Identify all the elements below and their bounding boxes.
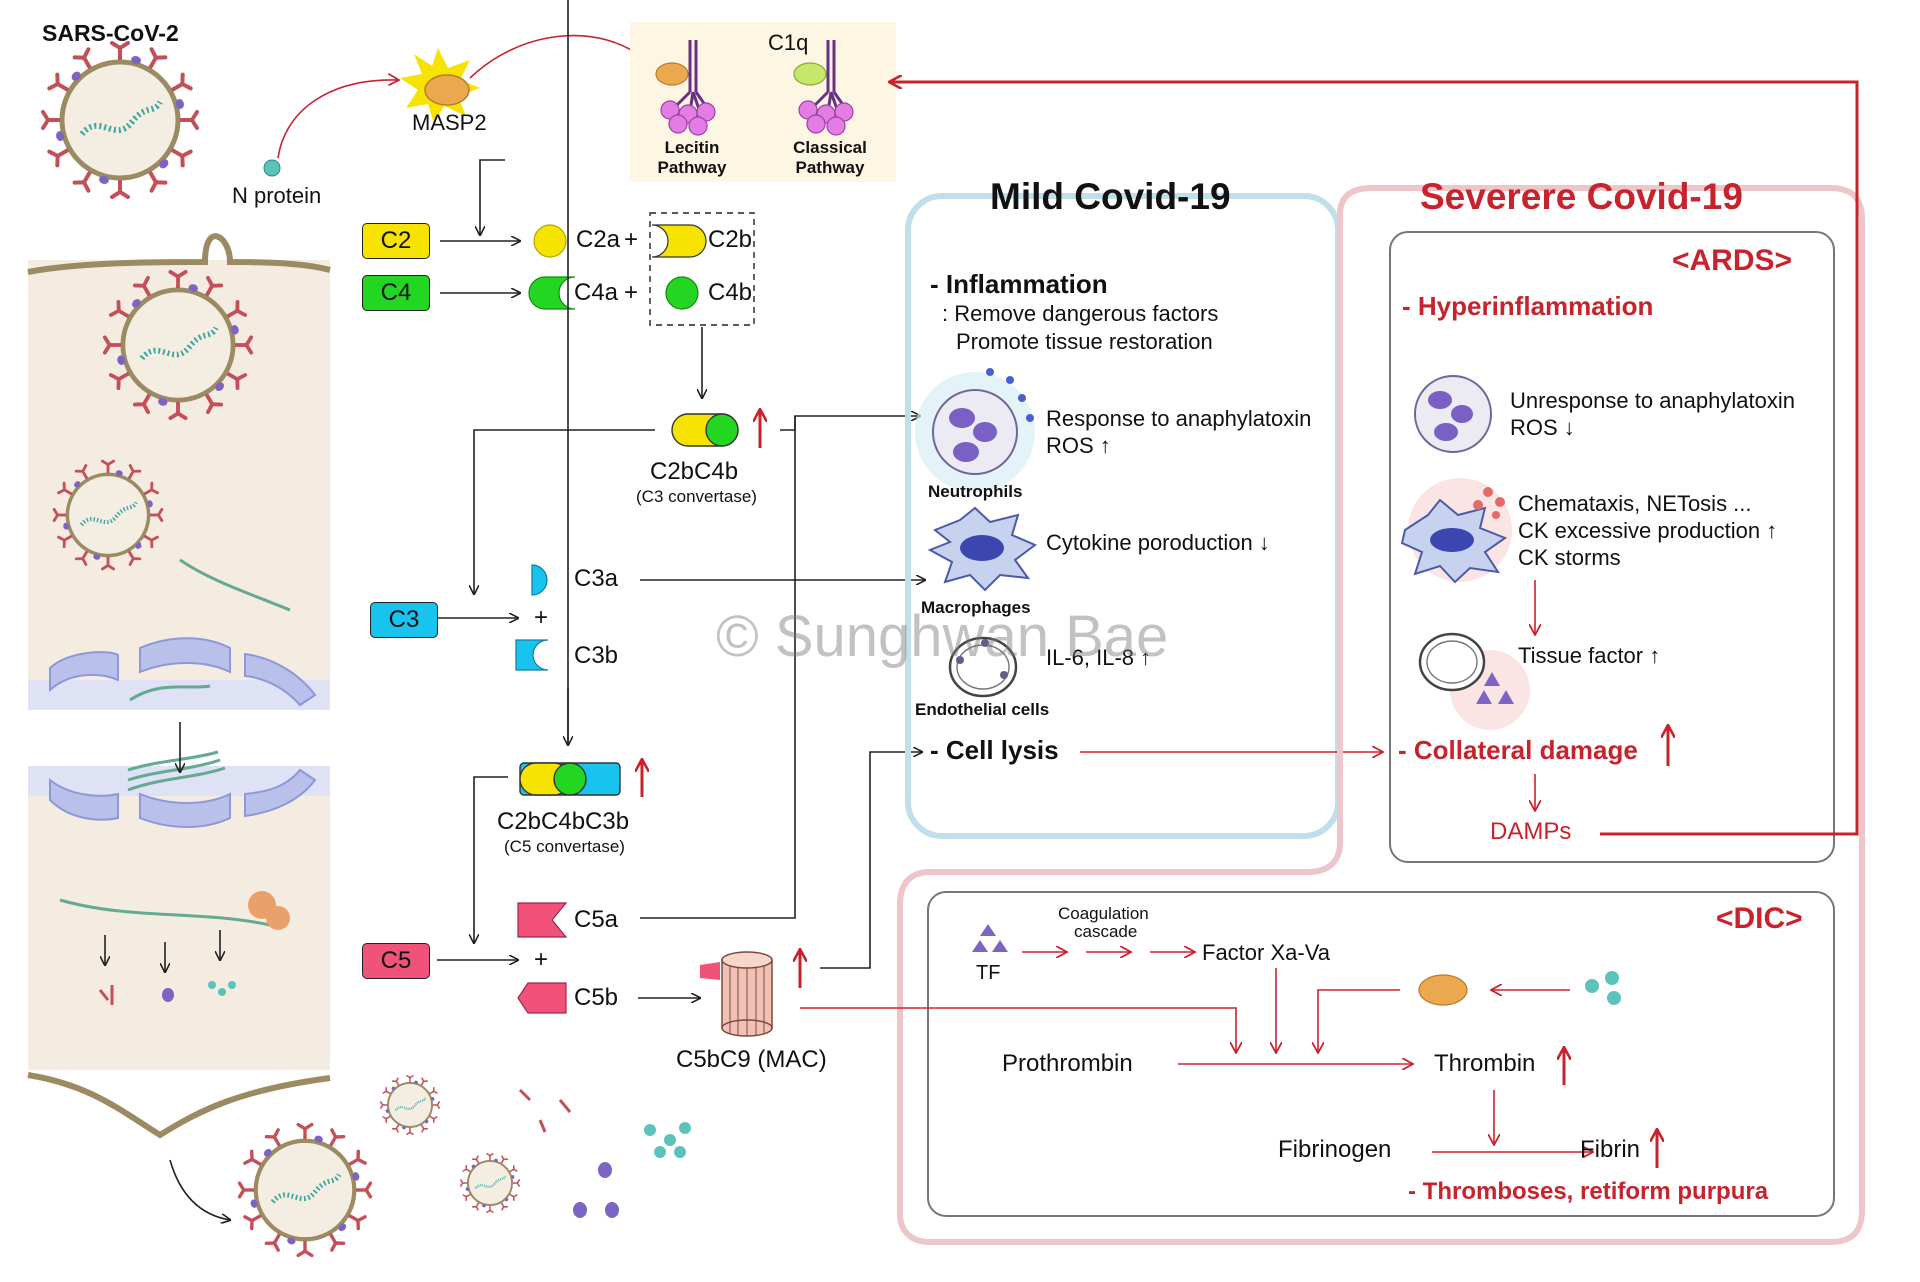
tissue-factor-cell-icon: [1418, 632, 1530, 730]
c5-convertase-shape: [519, 762, 621, 796]
arrow-masp2-lectin: [469, 34, 648, 79]
thrombin-label: Thrombin: [1434, 1050, 1536, 1077]
c5a-label: C5a: [574, 906, 619, 933]
platelet-icon: [1418, 974, 1468, 1006]
c4-label: C4: [362, 275, 430, 311]
inflammation-line-2: Promote tissue restoration: [956, 329, 1213, 354]
uncoating-virus-icon: [54, 461, 165, 580]
c2b-shape: [651, 224, 707, 258]
c4a-label: C4a: [574, 279, 619, 306]
macrophages-label: Macrophages: [921, 598, 1031, 617]
n-protein-label: N protein: [232, 183, 322, 208]
c3-label: C3: [370, 602, 438, 638]
inflammation-heading: - Inflammation: [930, 269, 1108, 299]
arrow-pathway-down: [480, 159, 505, 235]
mac-label: C5bC9 (MAC): [676, 1046, 827, 1073]
endothelial-cell-icon: [948, 636, 1018, 698]
collateral-damage-heading: - Collateral damage: [1398, 735, 1638, 765]
neutrophil-ros: ROS ↑: [1046, 433, 1111, 458]
neutrophil-icon: [915, 368, 1035, 492]
severe-covid-box: [897, 185, 1865, 1245]
c3b-label: C3b: [574, 642, 619, 669]
hyperinflammation-heading: - Hyperinflammation: [1402, 291, 1654, 321]
c3a-label: C3a: [574, 565, 619, 592]
plus-3: +: [534, 604, 549, 631]
fibrin-label: Fibrin: [1580, 1136, 1641, 1163]
c5-convertase-name: C2bC4bC3b: [497, 808, 630, 835]
il-text: IL-6, IL-8 ↑: [1046, 645, 1152, 670]
dic-title: <DIC>: [1716, 902, 1803, 935]
pathway-panel: [630, 22, 896, 182]
tf-label: TF: [976, 962, 1001, 984]
c3b-shape: [515, 639, 549, 671]
tissue-factor-text: Tissue factor ↑: [1518, 643, 1661, 668]
c5-convertase-sub: (C5 convertase): [504, 837, 625, 856]
neutrophils-label: Neutrophils: [928, 482, 1023, 501]
tf-triangles-icon: [972, 924, 1008, 952]
c1q-label: C1q: [768, 30, 809, 55]
lectin-pathway-label: Lecitin Pathway: [657, 138, 727, 177]
sars-cov-2-virus-icon: [43, 43, 197, 197]
ros-down-text: ROS ↓: [1510, 415, 1575, 440]
endothelial-label: Endothelial cells: [915, 700, 1050, 719]
unresponsive-neutrophil-icon: [1414, 375, 1492, 453]
c5b-shape: [517, 982, 567, 1014]
mac-pore-icon: [700, 951, 773, 1037]
c3-convertase-shape: [671, 413, 739, 447]
watermark: © Sunghwan Bae: [716, 604, 1169, 669]
inflammation-line-1: : Remove dangerous factors: [942, 301, 1219, 326]
coagulation-label: Coagulation: [1058, 904, 1149, 923]
unresponse-text: Unresponse to anaphylatoxin: [1510, 388, 1795, 413]
activated-macrophage-icon: [1400, 478, 1512, 584]
arrow-nprotein-masp2: [277, 80, 398, 159]
ards-box: [1389, 231, 1835, 863]
masp2-label: MASP2: [412, 110, 487, 135]
factor-xa-va-label: Factor Xa-Va: [1202, 940, 1330, 965]
neutrophil-response: Response to anaphylatoxin: [1046, 406, 1312, 431]
fibrinogen-label: Fibrinogen: [1278, 1136, 1392, 1163]
dots-icon: [1585, 971, 1621, 1005]
c3-convertase-sub: (C3 convertase): [636, 487, 757, 506]
ck-excessive-text: CK excessive production ↑: [1518, 518, 1778, 543]
cytokine-text: Cytokine poroduction ↓: [1046, 530, 1270, 555]
cell-lysis-heading: - Cell lysis: [930, 735, 1059, 765]
released-virus-icons: [169, 1076, 691, 1256]
dic-box: [927, 891, 1835, 1217]
ck-storms-text: CK storms: [1518, 545, 1621, 570]
severe-title: Severere Covid-19: [1420, 176, 1743, 217]
c5-label: C5: [362, 943, 430, 979]
c4b-shape: [665, 276, 699, 310]
virus-title: SARS-CoV-2: [42, 20, 179, 46]
cascade-label: cascade: [1074, 922, 1138, 941]
plus-4: +: [534, 946, 549, 973]
c4b-label: C4b: [708, 279, 753, 306]
c4a-shape: [528, 276, 576, 310]
c3-convertase-name: C2bC4b: [650, 458, 739, 485]
c3a-shape: [531, 564, 548, 596]
c2b-label: C2b: [708, 226, 753, 253]
damps-label: DAMPs: [1490, 818, 1572, 845]
c2b-c4b-box: [649, 212, 755, 326]
classical-pathway-label: Classical Pathway: [793, 138, 867, 177]
mild-title: Mild Covid-19: [990, 176, 1231, 217]
prothrombin-label: Prothrombin: [1002, 1050, 1133, 1077]
c2a-label: C2a: [576, 226, 621, 253]
c2a-shape: [533, 224, 567, 258]
c5a-shape: [517, 902, 568, 938]
c2-label: C2: [362, 223, 430, 259]
c5b-label: C5b: [574, 984, 619, 1011]
n-protein-icon: [263, 159, 281, 177]
chemotaxis-text: Chemataxis, NETosis ...: [1518, 491, 1752, 516]
ards-title: <ARDS>: [1672, 244, 1793, 277]
macrophage-icon: [927, 506, 1037, 592]
masp2-icon: [400, 48, 480, 124]
plus-2: +: [624, 279, 639, 306]
thromboses-heading: - Thromboses, retiform purpura: [1408, 1178, 1769, 1205]
plus-1: +: [624, 226, 639, 253]
damps-feedback-arrow: [890, 82, 1859, 836]
